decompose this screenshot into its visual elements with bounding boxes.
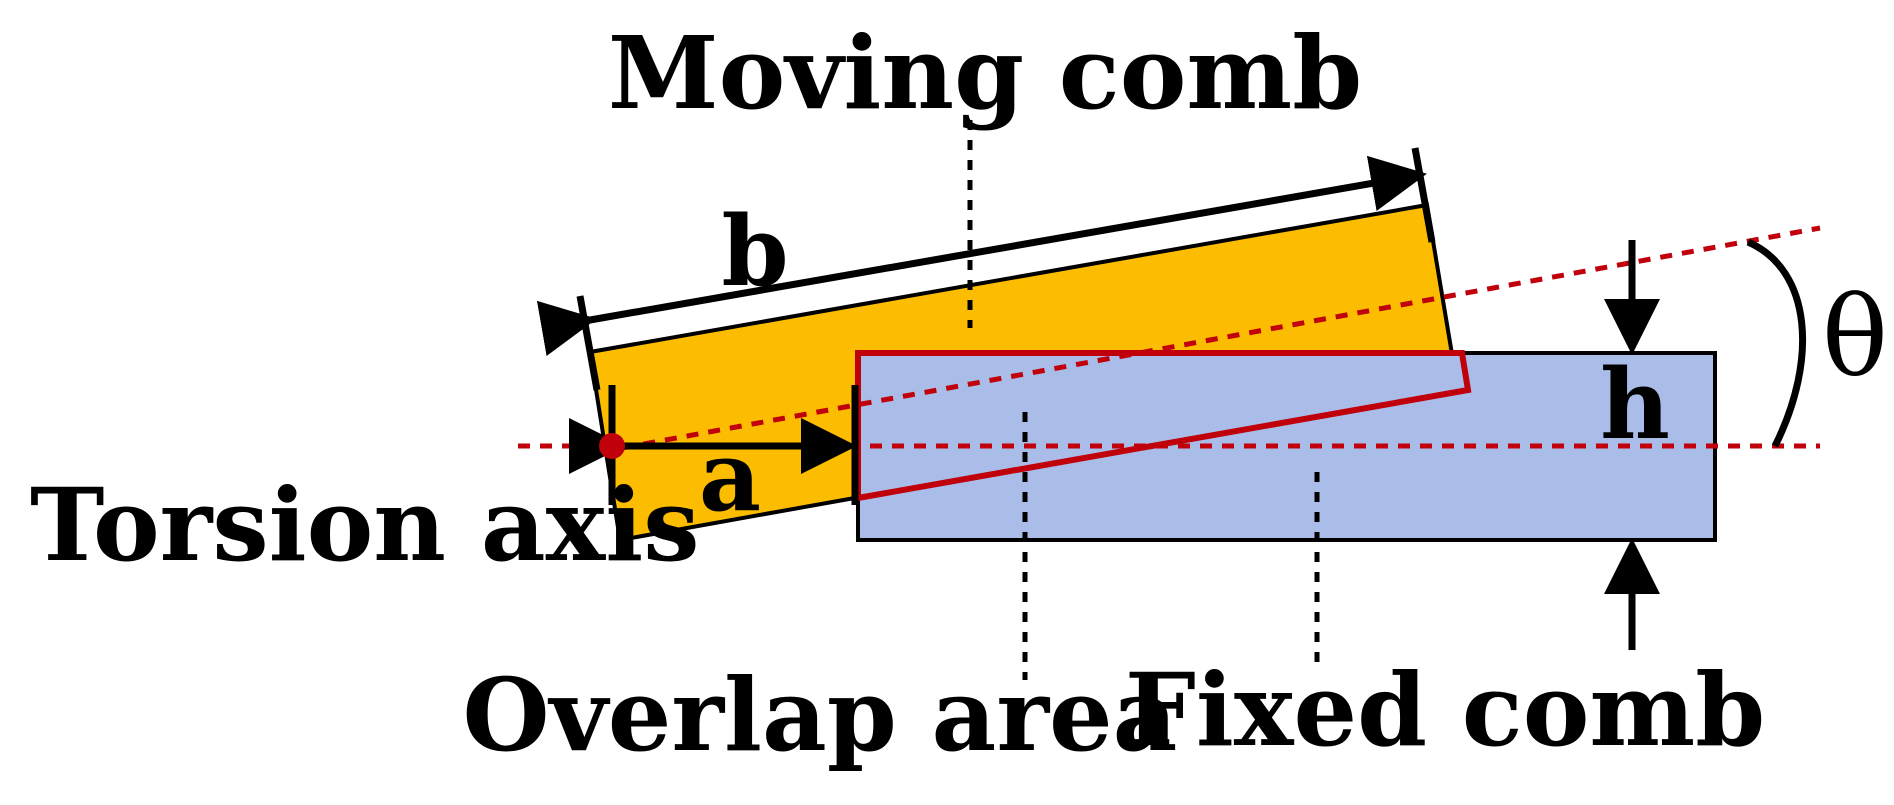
label-moving-comb: Moving comb — [608, 14, 1362, 132]
label-fixed-comb: Fixed comb — [1125, 651, 1765, 769]
label-dimension-h: h — [1600, 348, 1670, 461]
label-dimension-b: b — [721, 195, 788, 308]
label-overlap-area: Overlap area — [463, 656, 1178, 774]
label-dimension-a: a — [699, 420, 761, 533]
dimension-b-arrow — [536, 155, 1427, 357]
label-torsion-axis: Torsion axis — [30, 466, 700, 584]
dimension-b-tick-left — [576, 295, 601, 391]
torsion-axis-point — [599, 433, 625, 459]
angle-theta-arc — [1746, 238, 1807, 448]
label-angle-theta: θ — [1822, 273, 1888, 401]
